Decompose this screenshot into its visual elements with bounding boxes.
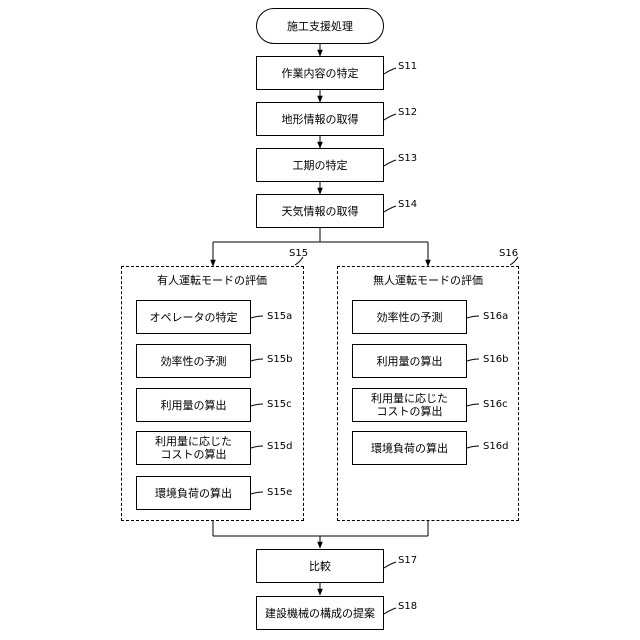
unmanned-mode-title: 無人運転モードの評価 xyxy=(373,272,483,288)
step-s14-id: S14 xyxy=(398,199,417,210)
step-s16d-id: S16d xyxy=(483,441,508,452)
step-s14-box: 天気情報の取得 xyxy=(256,194,384,228)
step-s18-id: S18 xyxy=(398,601,417,612)
step-s15b-id: S15b xyxy=(267,354,292,365)
step-s12-label: 地形情報の取得 xyxy=(282,113,359,126)
step-s15c-id: S15c xyxy=(267,399,292,410)
step-s15-id: S15 xyxy=(289,248,308,259)
start-label: 施工支援処理 xyxy=(287,20,353,33)
step-s17-box: 比較 xyxy=(256,549,384,583)
step-s15a-box: オペレータの特定 xyxy=(136,300,251,334)
step-s11-box: 作業内容の特定 xyxy=(256,56,384,90)
step-s16d-label: 環境負荷の算出 xyxy=(371,442,448,455)
step-s16d-box: 環境負荷の算出 xyxy=(352,431,467,465)
step-s17-label: 比較 xyxy=(309,560,331,573)
step-s16c-box: 利用量に応じた コストの算出 xyxy=(352,388,467,422)
step-s18-label: 建設機械の構成の提案 xyxy=(265,607,375,620)
step-s16b-label: 利用量の算出 xyxy=(377,355,443,368)
step-s15d-box: 利用量に応じた コストの算出 xyxy=(136,431,251,465)
step-s15a-label: オペレータの特定 xyxy=(150,311,238,324)
step-s16a-label: 効率性の予測 xyxy=(377,311,443,324)
step-s11-label: 作業内容の特定 xyxy=(282,67,359,80)
step-s14-label: 天気情報の取得 xyxy=(282,205,359,218)
step-s15e-id: S15e xyxy=(267,487,292,498)
step-s11-id: S11 xyxy=(398,61,417,72)
step-s13-box: 工期の特定 xyxy=(256,148,384,182)
step-s18-box: 建設機械の構成の提案 xyxy=(256,596,384,630)
step-s12-id: S12 xyxy=(398,107,417,118)
step-s16b-id: S16b xyxy=(483,354,508,365)
step-s15c-box: 利用量の算出 xyxy=(136,388,251,422)
step-s15d-id: S15d xyxy=(267,441,292,452)
step-s16a-id: S16a xyxy=(483,311,508,322)
step-s16c-label: 利用量に応じた コストの算出 xyxy=(371,392,448,418)
step-s16a-box: 効率性の予測 xyxy=(352,300,467,334)
start-terminal: 施工支援処理 xyxy=(256,8,384,44)
step-s13-label: 工期の特定 xyxy=(293,159,348,172)
step-s13-id: S13 xyxy=(398,153,417,164)
step-s15b-label: 効率性の予測 xyxy=(161,355,227,368)
step-s15e-box: 環境負荷の算出 xyxy=(136,476,251,510)
step-s17-id: S17 xyxy=(398,555,417,566)
step-s16c-id: S16c xyxy=(483,399,508,410)
step-s15b-box: 効率性の予測 xyxy=(136,344,251,378)
step-s15c-label: 利用量の算出 xyxy=(161,399,227,412)
manned-mode-title: 有人運転モードの評価 xyxy=(157,272,267,288)
step-s15e-label: 環境負荷の算出 xyxy=(155,487,232,500)
step-s12-box: 地形情報の取得 xyxy=(256,102,384,136)
step-s15d-label: 利用量に応じた コストの算出 xyxy=(155,435,232,461)
step-s16-id: S16 xyxy=(499,248,518,259)
step-s16b-box: 利用量の算出 xyxy=(352,344,467,378)
step-s15a-id: S15a xyxy=(267,311,292,322)
